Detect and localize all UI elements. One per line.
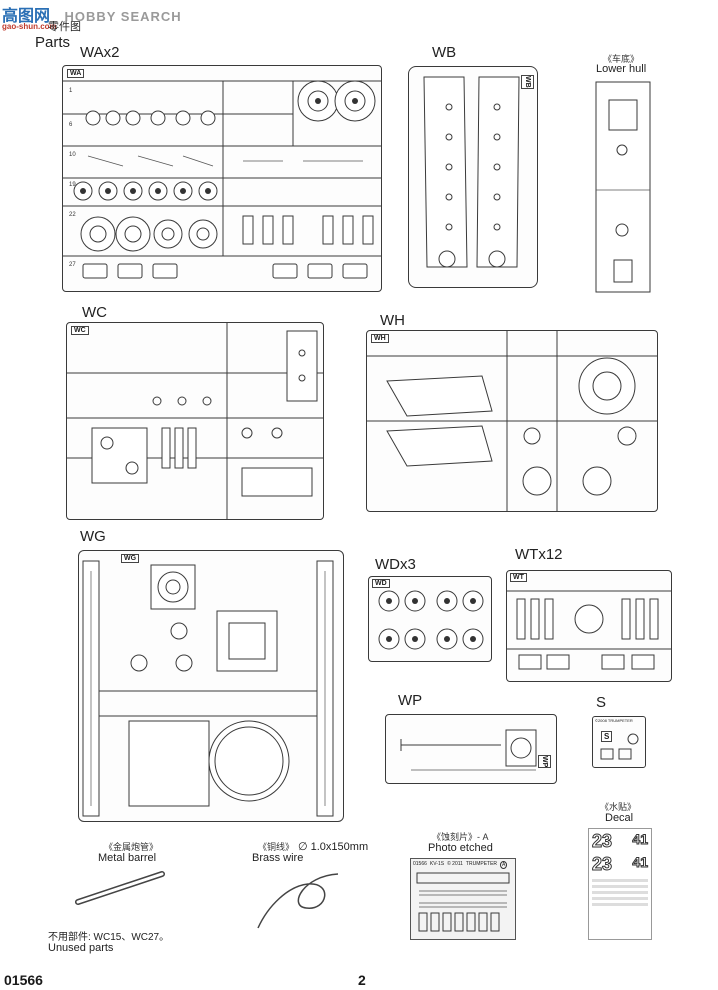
photo-etched-letter: A — [500, 861, 508, 869]
sprue-wa-frame: WA — [62, 65, 382, 292]
sprue-wt-tag: WT — [510, 573, 527, 582]
lower-hull-label: Lower hull — [596, 63, 647, 75]
photo-etched-model: KV-1S — [429, 861, 445, 867]
sprue-wc-drawing — [67, 323, 323, 519]
svg-text:10: 10 — [69, 152, 76, 158]
sprue-wc-label: WC — [82, 304, 107, 321]
svg-text:27: 27 — [69, 262, 76, 268]
sprue-wb-label: WB — [432, 44, 457, 61]
sprue-s-brand: ©2008 TRUMPETER — [595, 718, 633, 723]
sprue-wp-frame: WP — [385, 714, 557, 784]
svg-text:6: 6 — [69, 122, 73, 128]
sprue-wb-tag: WB — [521, 75, 534, 89]
svg-text:1: 1 — [69, 88, 73, 94]
watermark-brand: HOBBY SEARCH — [64, 9, 182, 24]
sprue-s-tag: S — [601, 731, 613, 742]
sprue-wh-tag: WH — [371, 334, 389, 343]
page-number: 2 — [358, 972, 366, 988]
brass-wire-size: ∅ 1.0x150mm — [298, 841, 369, 853]
footer-code: 01566 — [4, 972, 43, 988]
sprue-wg-label: WG — [80, 528, 106, 545]
svg-text:19: 19 — [69, 182, 76, 188]
header-cn: 零件图 — [48, 21, 81, 33]
wa-track-links — [82, 263, 368, 279]
sprue-wa-label: WAx2 — [80, 44, 120, 61]
sprue-s-frame: ©2008 TRUMPETER S — [592, 716, 646, 768]
sprue-wd-drawing — [378, 590, 484, 650]
decal-sheet: 23 41 23 41 — [588, 828, 652, 940]
photo-etched-brand: TRUMPETER — [465, 861, 498, 867]
decal-number-1: 23 — [591, 831, 613, 852]
sprue-wd-label: WDx3 — [375, 556, 416, 573]
sprue-wh-drawing — [367, 331, 657, 511]
metal-barrel-label: Metal barrel — [98, 852, 157, 864]
brass-wire-part — [257, 873, 339, 929]
decal-number-4: 41 — [632, 854, 649, 871]
sprue-wh-label: WH — [380, 312, 405, 329]
svg-text:22: 22 — [69, 212, 76, 218]
sprue-wt-label: WTx12 — [515, 546, 563, 563]
photo-etched-code: 01566 — [413, 861, 427, 867]
sprue-wd-tag: WD — [372, 579, 390, 588]
unused-parts-label: Unused parts — [48, 942, 114, 954]
sprue-s-label: S — [596, 694, 607, 711]
decal-cn: 《水贴》 — [600, 802, 637, 812]
header-title: Parts — [35, 34, 71, 51]
sprue-wp-drawing — [400, 729, 537, 771]
wa-road-wheels — [80, 216, 218, 252]
photo-etched-sheet: 01566 KV-1S © 2011 TRUMPETER A — [410, 858, 516, 940]
wa-small-parts — [87, 155, 363, 167]
sprue-wc-tag: WC — [71, 326, 89, 335]
decal-strips — [592, 879, 648, 909]
watermark-url: gao-shun.com — [2, 22, 57, 31]
lower-hull-cn: 《车底》 — [603, 54, 640, 64]
decal-number-3: 23 — [591, 854, 613, 875]
photo-etched-year: © 2011 — [447, 861, 463, 867]
sprue-wp-label: WP — [398, 692, 423, 709]
lower-hull-part — [594, 80, 652, 295]
metal-barrel-part — [75, 871, 165, 905]
sprue-wp-tag: WP — [538, 755, 551, 769]
brass-wire-cn: 《铜线》 — [258, 842, 295, 852]
sprue-wt-frame: WT — [506, 570, 672, 682]
metal-barrel-cn: 《金属炮管》 — [104, 842, 159, 852]
sprue-wb-drawing — [423, 76, 520, 268]
watermark-cn: 高图网 — [2, 8, 51, 25]
wa-small-discs — [85, 110, 216, 126]
decal-number-2: 41 — [632, 831, 649, 848]
watermark-logo: 高图网 HOBBY SEARCH — [2, 2, 182, 26]
sprue-wd-frame: WD — [368, 576, 492, 662]
wa-wheels-row — [73, 181, 218, 201]
wa-suspension-arms — [242, 215, 374, 245]
sprue-wt-drawing — [507, 590, 671, 670]
brass-wire-label: Brass wire — [252, 852, 304, 864]
decal-label: Decal — [605, 812, 634, 824]
sprue-wg-tag: WG — [121, 554, 140, 563]
sprue-wb-frame: WB — [408, 66, 538, 288]
sprue-wg-frame: WG — [78, 550, 344, 822]
wa-sprockets — [297, 80, 376, 122]
sprue-wa-tag: WA — [67, 69, 85, 78]
unused-parts-cn: 不用部件: WC15、WC27。 — [48, 932, 170, 943]
sprue-wc-frame: WC — [66, 322, 324, 520]
photo-etched-cn: 《蚀刻片》- A — [432, 832, 489, 842]
sprue-wh-frame: WH — [366, 330, 658, 512]
sprue-wg-drawing — [82, 560, 334, 817]
sprue-wa-drawing: 1 6 10 19 22 27 — [63, 80, 381, 279]
photo-etched-label: Photo etched — [428, 842, 493, 854]
